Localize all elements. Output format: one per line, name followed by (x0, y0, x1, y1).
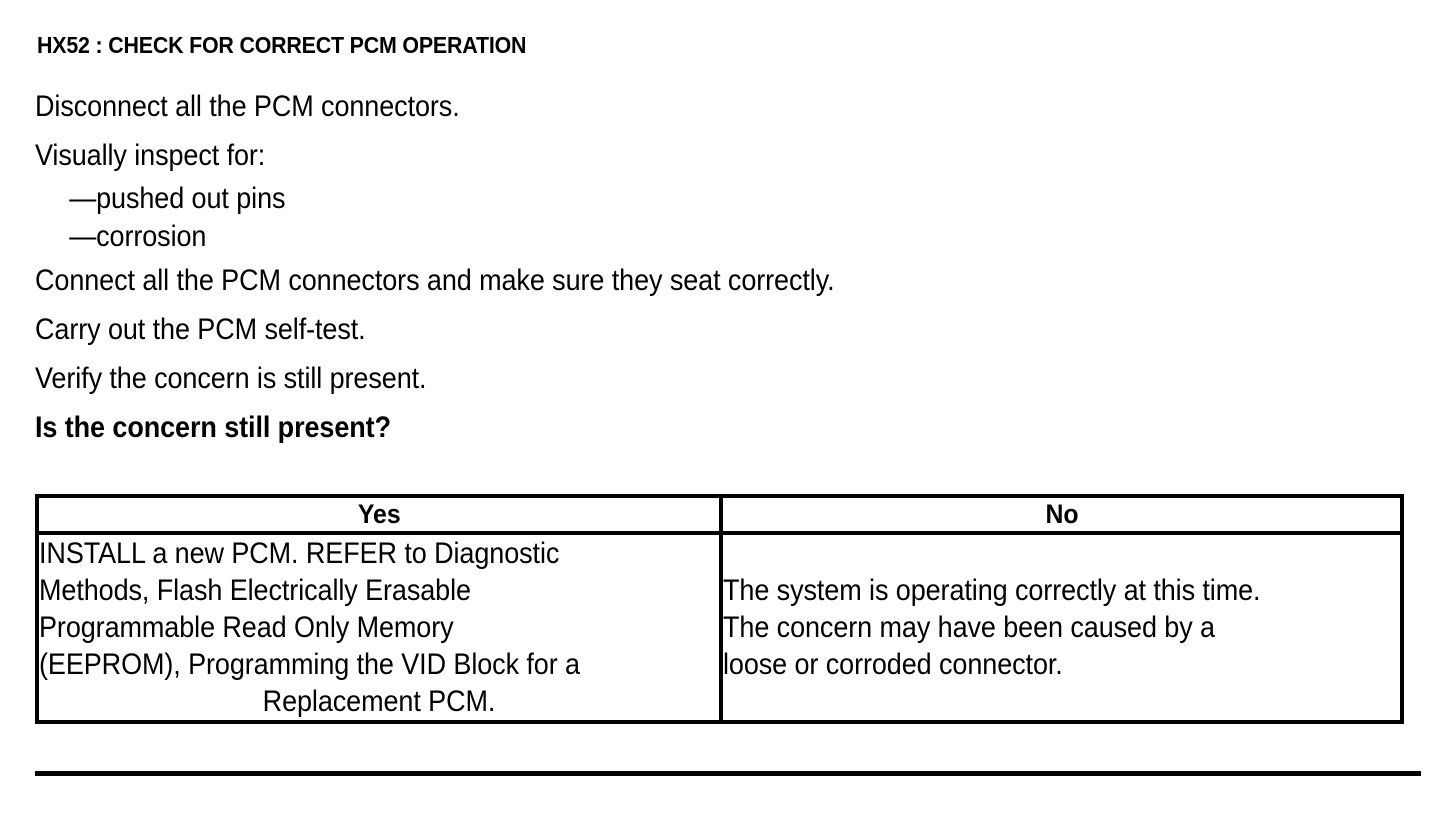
inspection-sub-list: —pushed out pins —corrosion (35, 180, 1425, 256)
list-item: —corrosion (69, 220, 207, 253)
no-action-line: The system is operating correctly at thi… (723, 574, 1261, 607)
no-action-line: loose or corroded connector. (723, 648, 1063, 681)
list-item: —pushed out pins (69, 182, 286, 215)
table-cell-no-action: The system is operating correctly at thi… (719, 531, 1404, 724)
yes-action-line: INSTALL a new PCM. REFER to Diagnostic (39, 537, 560, 570)
table-header-row: Yes No (35, 494, 1404, 535)
step-visually-inspect: Visually inspect for: (35, 139, 266, 172)
yes-action-line: (EEPROM), Programming the VID Block for … (39, 648, 580, 681)
table-cell-yes-action: INSTALL a new PCM. REFER to Diagnostic M… (35, 531, 723, 724)
step-disconnect-connectors: Disconnect all the PCM connectors. (35, 90, 460, 123)
table-row: INSTALL a new PCM. REFER to Diagnostic M… (35, 531, 1404, 724)
table-header-yes-label: Yes (357, 499, 401, 529)
table-header-yes: Yes (35, 494, 723, 535)
page-title: HX52 : CHECK FOR CORRECT PCM OPERATION (37, 32, 527, 58)
step-connect-connectors: Connect all the PCM connectors and make … (35, 264, 835, 297)
yes-action-line: Replacement PCM. (262, 685, 496, 718)
decision-question: Is the concern still present? (35, 411, 391, 444)
no-action-line: The concern may have been caused by a (723, 611, 1215, 644)
step-verify-concern: Verify the concern is still present. (35, 362, 427, 395)
yes-action-line: Methods, Flash Electrically Erasable (39, 574, 471, 607)
step-carry-out-self-test: Carry out the PCM self-test. (35, 313, 366, 346)
table-header-no-label: No (1044, 499, 1079, 529)
yes-action-line: Programmable Read Only Memory (39, 611, 454, 644)
decision-table: Yes No INSTALL a new PCM. REFER to Diagn… (35, 494, 1404, 724)
procedure-steps: Disconnect all the PCM connectors. Visua… (35, 82, 1425, 452)
table-header-no: No (719, 494, 1404, 535)
footer-divider (35, 771, 1421, 776)
